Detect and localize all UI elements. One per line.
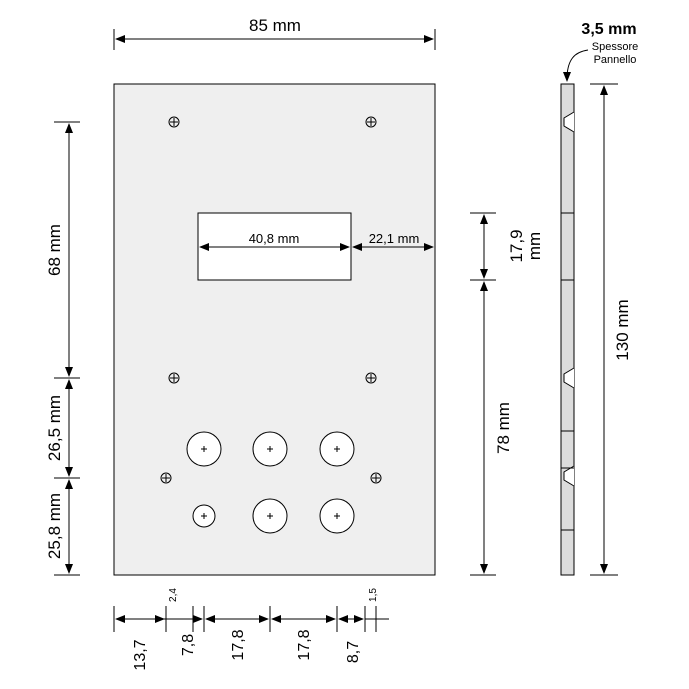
dim-bottom-13-7: 13,7 (132, 639, 149, 670)
dim-right-78: 78 mm (470, 281, 513, 576)
button-hole (319, 498, 355, 534)
screw-hole (370, 472, 382, 484)
dim-left-25-8: 25,8 mm (45, 479, 80, 576)
dim-bottom-17-8-b: 17,8 (296, 629, 313, 660)
dim-bottom-17-8-a: 17,8 (230, 629, 247, 660)
front-panel (113, 83, 436, 576)
thickness-label-1: Spessore (592, 41, 638, 53)
dim-width-top: 85 mm (113, 16, 436, 50)
dim-window-gap-label: 22,1 mm (369, 231, 420, 246)
thickness-label-2: Pannello (594, 54, 637, 66)
dim-left-68: 68 mm (45, 121, 80, 379)
dim-total-height-label: 130 mm (613, 299, 632, 360)
dim-bottom-1-5: 1,5 (368, 588, 379, 602)
dim-total-height: 130 mm (590, 83, 632, 576)
dim-left-68-label: 68 mm (45, 224, 64, 276)
dim-bottom-8-7: 8,7 (345, 641, 362, 663)
dim-bottom-chain: 13,7 2,4 7,8 17,8 17,8 8,7 1,5 (113, 588, 389, 671)
button-hole (186, 431, 222, 467)
dim-bottom-2-4: 2,4 (168, 588, 179, 602)
dim-left-25-8-label: 25,8 mm (45, 493, 64, 559)
dim-window-height-value: 17,9 (507, 229, 526, 262)
dim-width-label: 85 mm (249, 16, 301, 35)
button-hole (252, 431, 288, 467)
screw-hole (160, 472, 172, 484)
thickness-callout: 3,5 mm Spessore Pannello (563, 21, 638, 82)
screw-hole (365, 372, 377, 384)
dim-window-height-unit: mm (525, 232, 544, 260)
screw-hole (168, 116, 180, 128)
dim-left-26-5-label: 26,5 mm (45, 395, 64, 461)
dim-window-height: 17,9 mm (470, 212, 544, 281)
dim-window-gap: 22,1 mm (352, 231, 436, 262)
screw-hole (365, 116, 377, 128)
side-profile (560, 83, 575, 576)
button-hole (319, 431, 355, 467)
screw-hole (168, 372, 180, 384)
dim-window-width: 40,8 mm (199, 231, 350, 251)
thickness-value: 3,5 mm (581, 21, 636, 38)
dim-window-width-label: 40,8 mm (249, 231, 300, 246)
button-hole (252, 498, 288, 534)
dim-left-26-5: 26,5 mm (45, 379, 80, 479)
dim-bottom-7-8: 7,8 (180, 634, 197, 656)
led-hole (192, 504, 216, 528)
dim-right-78-label: 78 mm (494, 402, 513, 454)
